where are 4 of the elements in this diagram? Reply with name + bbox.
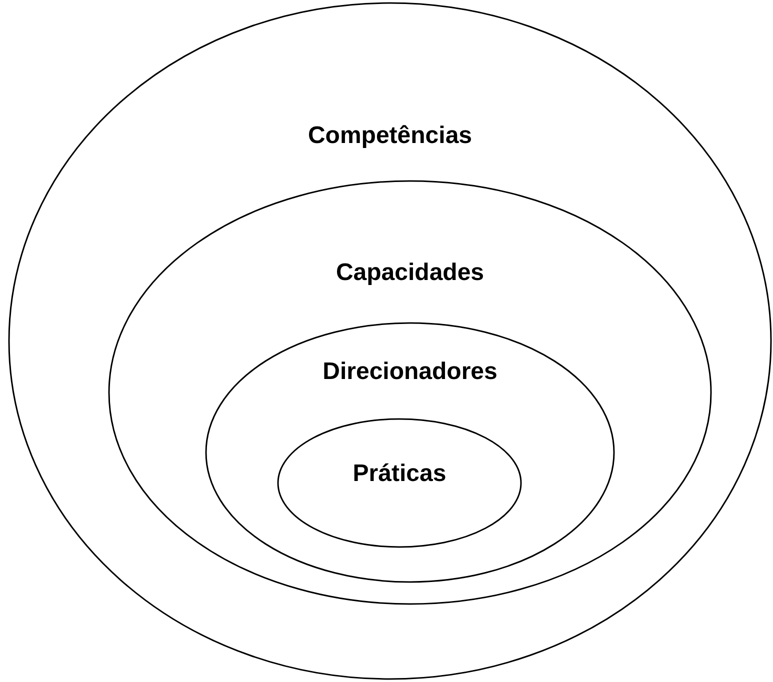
ring-label: Práticas	[352, 460, 446, 488]
ring-label: Capacidades	[336, 259, 484, 287]
ring-label: Competências	[308, 122, 472, 150]
ring-label: Direcionadores	[322, 358, 498, 386]
